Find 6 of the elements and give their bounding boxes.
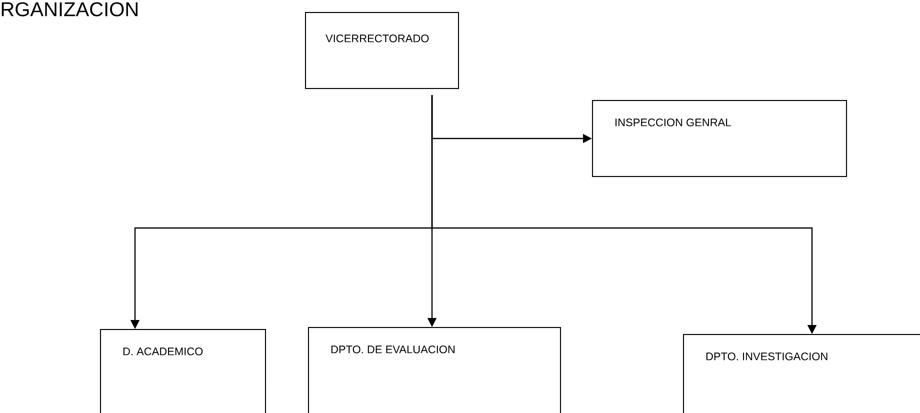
org-box: DPTO. DE EVALUACION: [308, 327, 561, 413]
title: RGANIZACION: [2, 2, 138, 16]
org-box: INSPECCION GENRAL: [592, 100, 847, 177]
org-box: D. ACADEMICO: [100, 329, 266, 413]
org-box: VICERRECTORADO: [305, 12, 459, 89]
org-box: DPTO. INVESTIGACION: [683, 334, 920, 413]
